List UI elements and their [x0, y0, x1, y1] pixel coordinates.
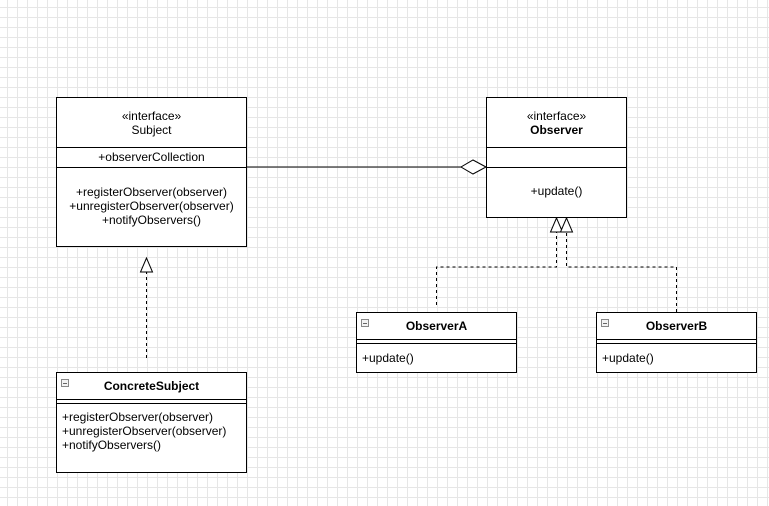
observer-stereotype: «interface» [526, 109, 587, 123]
concrete-subject-header: ConcreteSubject [57, 373, 246, 399]
observer-a-header: ObserverA [357, 313, 516, 339]
realization-line-observer-a [436, 232, 557, 305]
observer-attributes-section [487, 147, 626, 167]
subject-operations-section: +registerObserver(observer) +unregisterO… [57, 167, 246, 227]
observer-b-operations-section: +update() [597, 344, 756, 365]
collapse-icon[interactable] [361, 319, 369, 327]
concrete-subject-attributes-divider [57, 399, 246, 404]
observer-b-header: ObserverB [597, 313, 756, 339]
observer-a-attributes-divider [357, 339, 516, 344]
realization-arrowhead-subject [139, 256, 154, 273]
realization-arrowhead-observer-b [559, 216, 574, 233]
subject-header: «interface» Subject [57, 98, 246, 147]
observer-a-operations-section: +update() [357, 344, 516, 365]
observer-operations-section: +update() [487, 167, 626, 198]
concrete-subject-operation: +registerObserver(observer) [62, 410, 214, 424]
observer-name: Observer [530, 123, 583, 137]
observer-header: «interface» Observer [487, 98, 626, 147]
observer-b-class-box[interactable]: ObserverB +update() [596, 312, 757, 373]
concrete-subject-name: ConcreteSubject [103, 379, 200, 393]
collapse-icon[interactable] [61, 379, 69, 387]
concrete-subject-operation: +unregisterObserver(observer) [62, 424, 227, 438]
subject-interface-box[interactable]: «interface» Subject +observerCollection … [56, 97, 247, 247]
realization-arrowhead-observer-a [549, 216, 564, 233]
subject-attributes-section: +observerCollection [57, 147, 246, 167]
observer-b-attributes-divider [597, 339, 756, 344]
observer-a-class-box[interactable]: ObserverA +update() [356, 312, 517, 373]
aggregation-diamond [460, 159, 488, 175]
observer-a-name: ObserverA [405, 319, 468, 333]
subject-operation: +registerObserver(observer) [75, 185, 228, 199]
observer-interface-box[interactable]: «interface» Observer +update() [486, 97, 627, 218]
realization-line-observer-b [566, 232, 677, 312]
subject-attribute: +observerCollection [98, 150, 205, 164]
subject-stereotype: «interface» [121, 109, 182, 123]
concrete-subject-operations-section: +registerObserver(observer) +unregisterO… [57, 404, 246, 452]
subject-operation: +unregisterObserver(observer) [69, 199, 234, 213]
observer-b-operation: +update() [602, 351, 654, 365]
collapse-icon[interactable] [601, 319, 609, 327]
observer-a-operation: +update() [362, 351, 414, 365]
subject-operation: +notifyObservers() [101, 213, 202, 227]
observer-b-name: ObserverB [645, 319, 708, 333]
observer-operation: +update() [530, 184, 583, 198]
concrete-subject-class-box[interactable]: ConcreteSubject +registerObserver(observ… [56, 372, 247, 473]
concrete-subject-operation: +notifyObservers() [62, 438, 162, 452]
subject-name: Subject [131, 123, 172, 137]
